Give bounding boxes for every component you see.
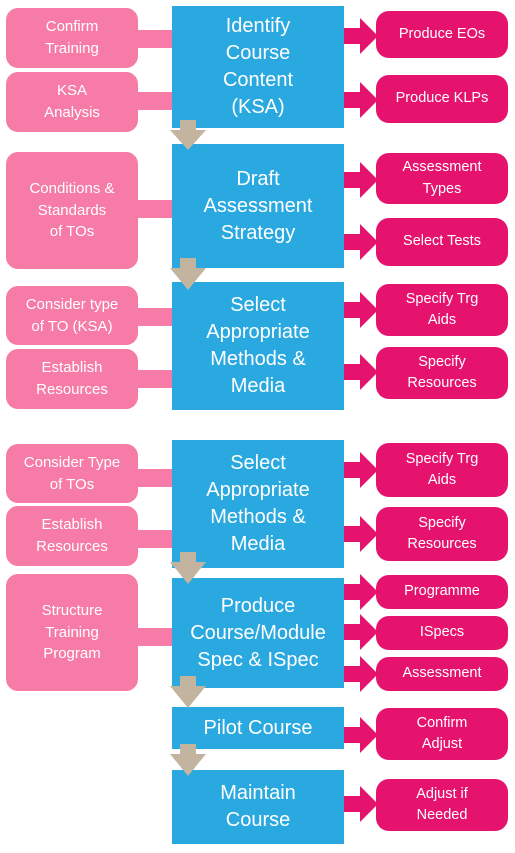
output-arrow: [342, 574, 378, 610]
input-consider-type-ksa: Consider type of TO (KSA): [6, 286, 138, 345]
output-specify-trg-aids-2: Specify Trg Aids: [376, 443, 508, 497]
output-arrows: [342, 18, 378, 822]
step-pilot-course: Pilot Course: [172, 707, 344, 749]
output-specify-trg-aids-1: Specify Trg Aids: [376, 284, 508, 336]
output-arrow: [342, 224, 378, 260]
input-conditions-standards: Conditions & Standards of TOs: [6, 152, 138, 269]
output-produce-klps: Produce KLPs: [376, 75, 508, 123]
output-arrow: [342, 516, 378, 552]
step-draft-assessment-strategy: Draft Assessment Strategy: [172, 144, 344, 268]
output-arrow: [342, 18, 378, 54]
input-ksa-analysis: KSA Analysis: [6, 72, 138, 132]
output-select-tests: Select Tests: [376, 218, 508, 266]
input-establish-resources-2: Establish Resources: [6, 506, 138, 566]
input-establish-resources-1: Establish Resources: [6, 349, 138, 409]
step-select-methods-media-1: Select Appropriate Methods & Media: [172, 282, 344, 410]
step-identify-course-content: Identify Course Content (KSA): [172, 6, 344, 128]
output-confirm-adjust: Confirm Adjust: [376, 708, 508, 760]
output-arrow: [342, 292, 378, 328]
output-arrow: [342, 614, 378, 650]
output-arrow: [342, 656, 378, 692]
output-arrow: [342, 354, 378, 390]
output-specify-resources-2: Specify Resources: [376, 507, 508, 561]
output-ispecs: ISpecs: [376, 616, 508, 650]
output-arrow: [342, 162, 378, 198]
step-produce-course-spec: Produce Course/Module Spec & ISpec: [172, 578, 344, 688]
output-adjust-if-needed: Adjust if Needed: [376, 779, 508, 831]
input-structure-training-program: Structure Training Program: [6, 574, 138, 691]
output-arrow: [342, 82, 378, 118]
output-arrow: [342, 786, 378, 822]
output-assessment: Assessment: [376, 657, 508, 691]
output-produce-eos: Produce EOs: [376, 11, 508, 58]
step-select-methods-media-2: Select Appropriate Methods & Media: [172, 440, 344, 568]
input-consider-type-tos: Consider Type of TOs: [6, 444, 138, 503]
output-programme: Programme: [376, 575, 508, 609]
input-confirm-training: Confirm Training: [6, 8, 138, 68]
step-maintain-course: Maintain Course: [172, 770, 344, 844]
output-specify-resources-1: Specify Resources: [376, 347, 508, 399]
output-arrow: [342, 452, 378, 488]
output-arrow: [342, 717, 378, 753]
output-assessment-types: Assessment Types: [376, 153, 508, 204]
